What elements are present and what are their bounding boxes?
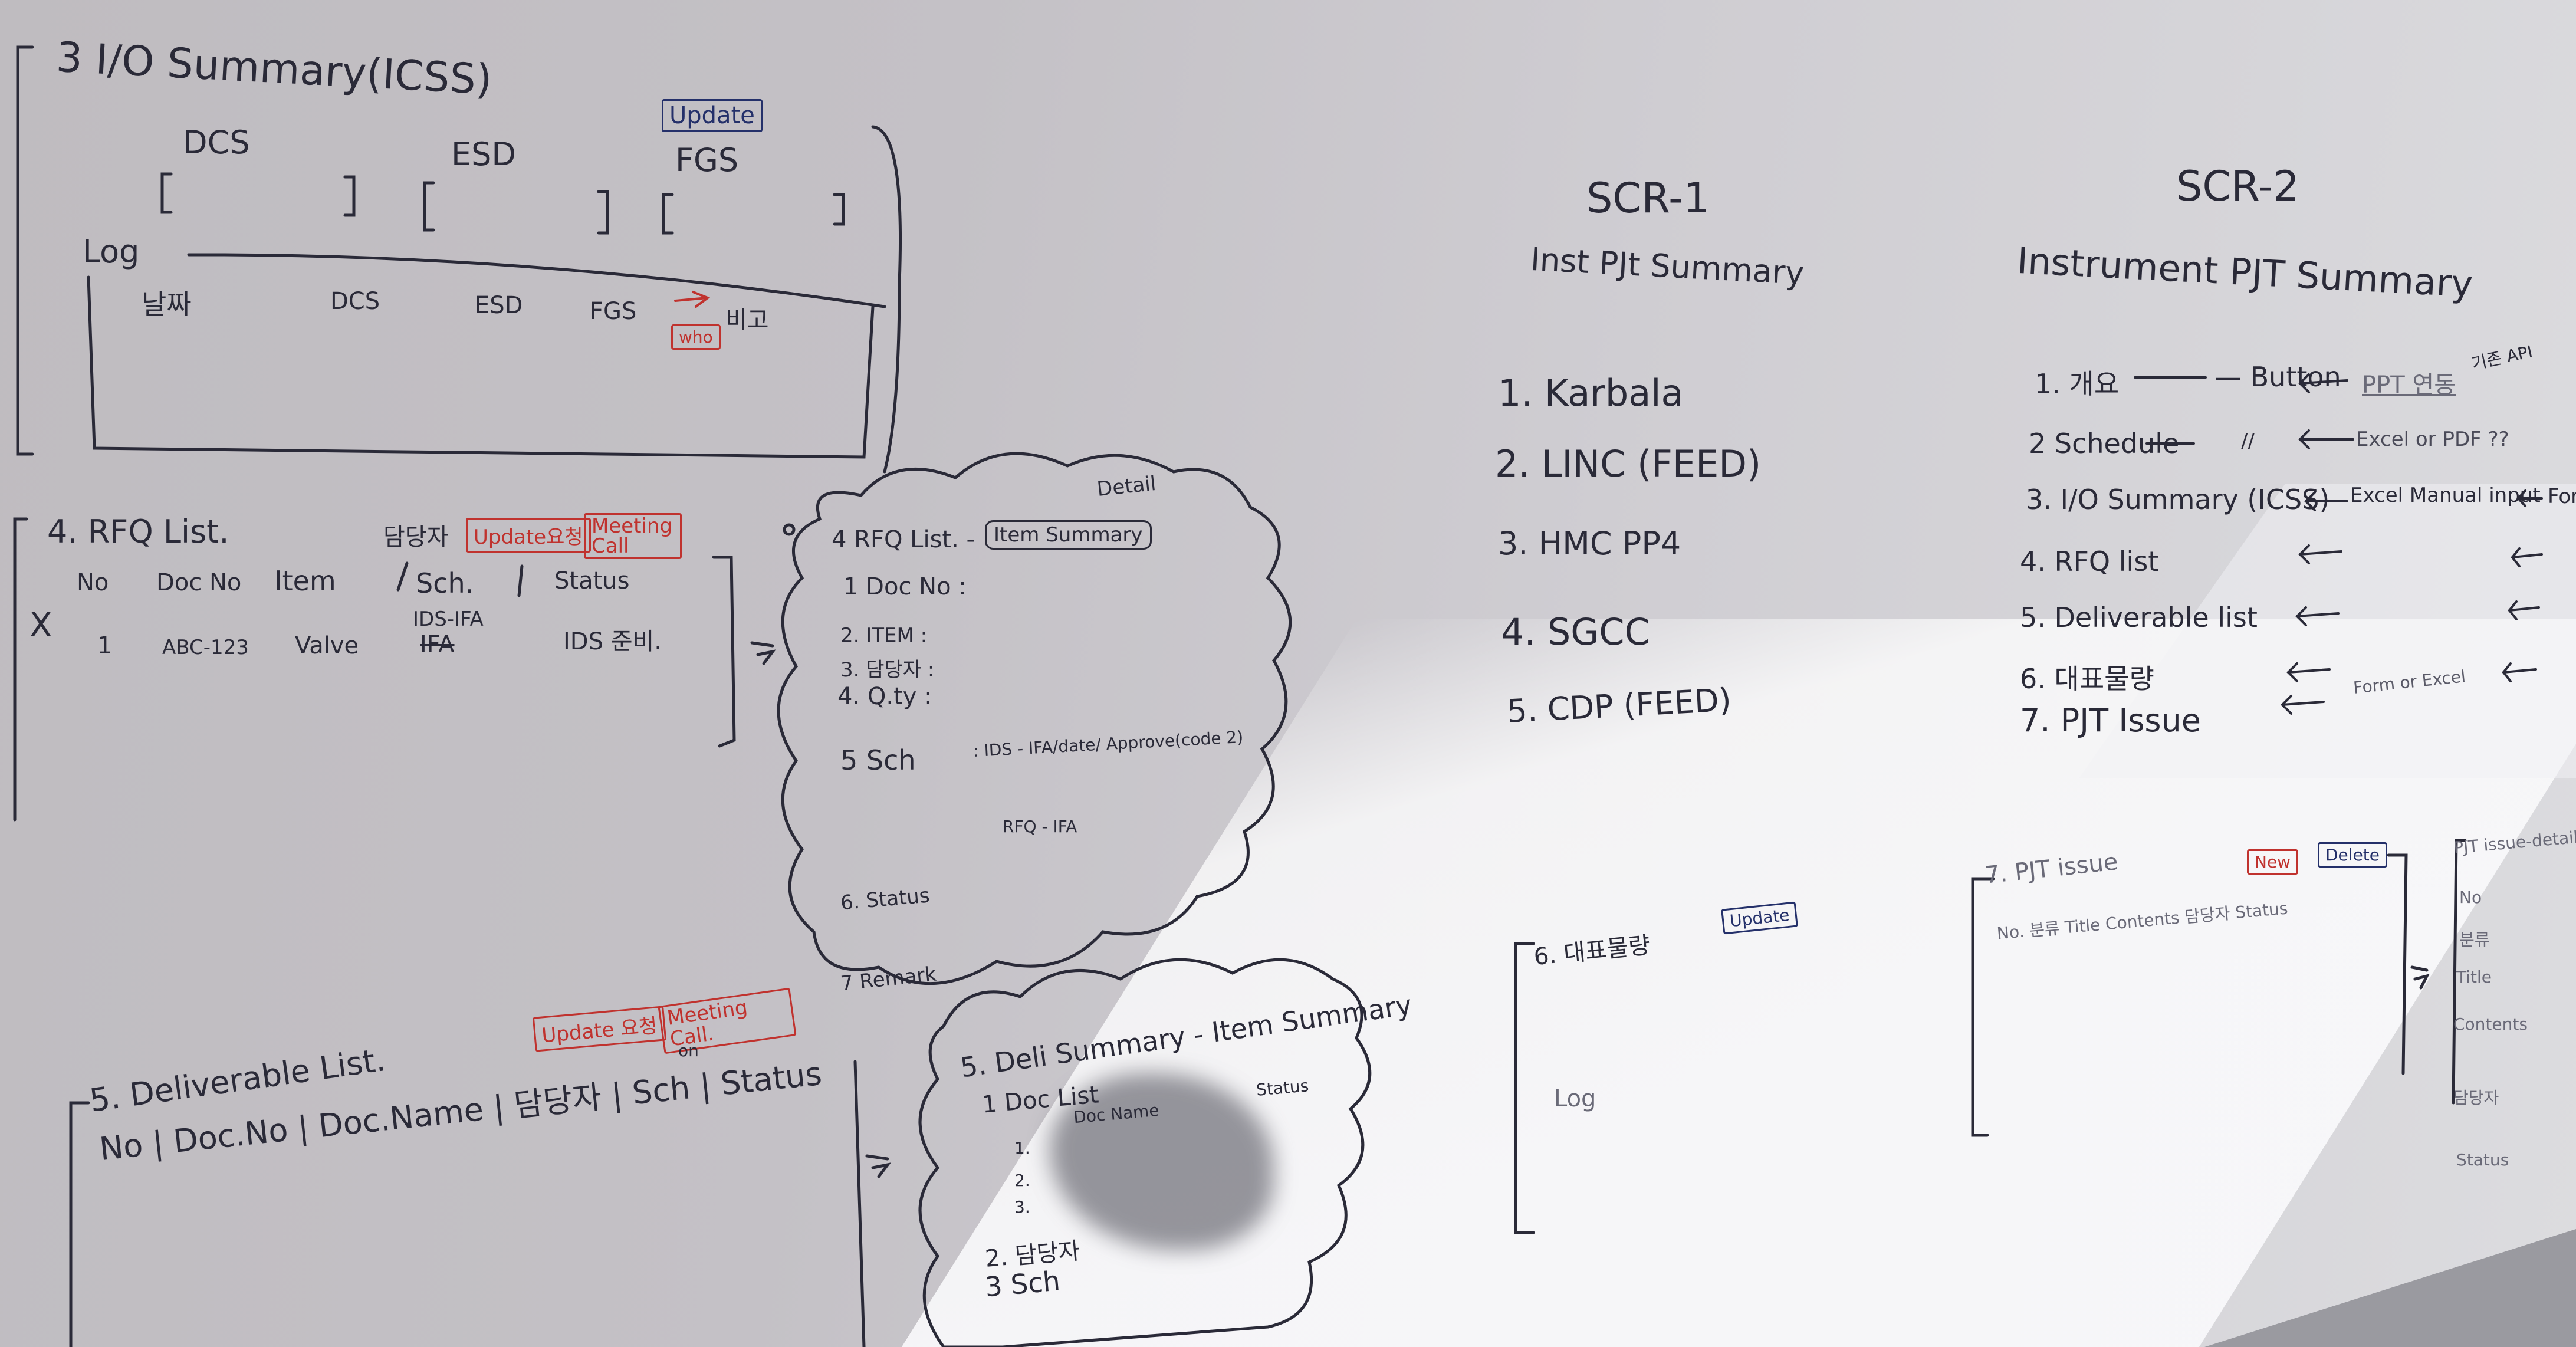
deli-num-3: 3. <box>1014 1197 1030 1217</box>
scr2-ppt: PPT 연동 <box>2362 372 2456 399</box>
icss-col-esd: ESD <box>451 136 516 173</box>
rfq-detail-owner: 3. 담당자 : <box>840 658 935 682</box>
icss-col-fgs: FGS <box>675 142 739 179</box>
hand-shadow <box>1050 1073 1274 1250</box>
issue-detail-title-field: Title <box>2456 967 2492 987</box>
scr2-item-3: 3. I/O Summary (ICSS) <box>2026 484 2330 515</box>
icss-col-dcs: DCS <box>183 124 250 161</box>
deliv-on-note: on <box>678 1041 699 1060</box>
icss-log-label: Log <box>83 233 140 270</box>
scr2-item-4: 4. RFQ list <box>2020 546 2159 577</box>
scr2-heading: SCR-2 <box>2176 162 2299 211</box>
log-col-remark: 비고 <box>725 307 769 334</box>
scr2-excel-manual: Excel Manual input <box>2350 484 2541 507</box>
qty-log: Log <box>1554 1085 1596 1112</box>
rfq-row-sch-sub: IFA <box>420 631 455 658</box>
scr2-item-6: 6. 대표물량 <box>2020 663 2154 695</box>
rfq-col-no: No <box>77 569 109 596</box>
rfq-col-item: Item <box>274 565 336 597</box>
scr2-button-label: — Button <box>2214 361 2341 393</box>
issue-new-badge: New <box>2247 849 2299 875</box>
rfq-row-status: IDS 준비. <box>563 628 662 655</box>
deli-num-1: 1. <box>1014 1138 1030 1158</box>
scr2-item-1: 1. 개요 <box>2035 368 2120 400</box>
rfq-row-docno: ABC-123 <box>162 636 249 659</box>
scr1-item-1: 1. Karbala <box>1498 372 1684 415</box>
rfq-title: 4. RFQ List. <box>47 513 229 550</box>
scr2-item-2: 2 Schedule <box>2029 428 2180 459</box>
scr1-heading: SCR-1 <box>1586 174 1710 222</box>
rfq-detail-item: 2. ITEM : <box>840 624 928 648</box>
rfq-row-item: Valve <box>295 632 359 659</box>
rfq-owner: 담당자 <box>383 524 449 551</box>
rfq-detail-sch-text2: RFQ - IFA <box>1003 817 1077 836</box>
issue-detail-contents: Contents <box>2453 1014 2528 1034</box>
log-col-date: 날짜 <box>142 288 192 320</box>
issue-delete-badge: Delete <box>2318 842 2387 868</box>
issue-detail-owner: 담당자 <box>2453 1088 2499 1108</box>
icss-update-badge: Update <box>662 99 763 132</box>
deli-sch: 3 Sch <box>983 1264 1062 1303</box>
rfq-detail-title: 4 RFQ List. - <box>832 526 975 553</box>
x-mark: X <box>29 606 52 645</box>
rfq-col-docno: Doc No <box>156 569 242 596</box>
rfq-col-sch: Sch. <box>416 567 474 599</box>
scr2-form: Form <box>2548 485 2576 508</box>
rfq-row-no: 1 <box>97 632 113 659</box>
scr2-ditto-1: // <box>2241 429 2255 453</box>
rfq-detail-docno: 1 Doc No : <box>843 573 967 600</box>
scr2-item-5: 5. Deliverable list <box>2020 602 2258 633</box>
rfq-detail-qty: 4. Q.ty : <box>837 683 932 710</box>
scr2-item-7: 7. PJT Issue <box>2020 702 2201 739</box>
rfq-meeting-call: Meeting Call <box>584 513 682 559</box>
issue-detail-no: No <box>2459 888 2482 907</box>
item-summary-badge: Item Summary <box>985 520 1152 550</box>
rfq-row-sch: IDS-IFA <box>413 607 484 631</box>
rfq-detail-sch: 5 Sch <box>840 744 916 776</box>
log-col-dcs: DCS <box>330 288 380 315</box>
rfq-col-status: Status <box>554 567 630 594</box>
issue-detail-status: Status <box>2456 1150 2509 1169</box>
scr1-item-2: 2. LINC (FEED) <box>1495 442 1762 485</box>
log-col-fgs: FGS <box>590 298 637 325</box>
scr1-item-3: 3. HMC PP4 <box>1498 525 1681 562</box>
rfq-update-request: Update요청 <box>466 518 591 553</box>
deli-num-2: 2. <box>1014 1171 1030 1190</box>
scr1-item-4: 4. SGCC <box>1501 610 1650 653</box>
issue-detail-category: 분류 <box>2459 930 2490 950</box>
who-badge: who <box>671 324 721 350</box>
log-col-esd: ESD <box>475 292 523 319</box>
scr2-excel-pdf: Excel or PDF ?? <box>2356 428 2509 451</box>
